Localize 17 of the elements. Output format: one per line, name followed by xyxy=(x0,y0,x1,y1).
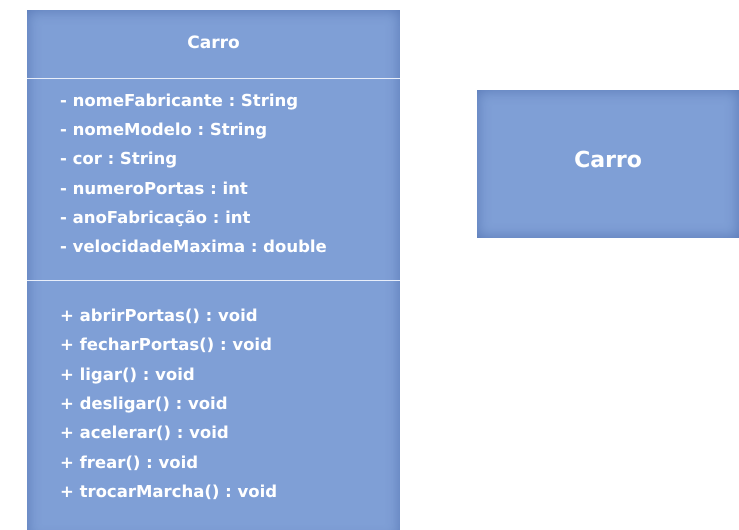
attribute-text: - cor : String xyxy=(60,149,178,170)
method-text: + ligar() : void xyxy=(60,364,195,385)
attribute-text: - numeroPortas : int xyxy=(60,178,248,199)
attribute-text: - velocidadeMaxima : double xyxy=(60,237,327,257)
class-box xyxy=(477,90,739,238)
attribute-text: - nomeFabricante : String xyxy=(60,91,298,111)
attribute-text: - nomeModelo : String xyxy=(60,120,268,140)
method-text: + acelerar() : void xyxy=(60,423,229,444)
class-box xyxy=(27,10,400,530)
attribute-text: - anoFabricação : int xyxy=(60,208,250,228)
class-name: Carro xyxy=(186,32,241,54)
method-text: + frear() : void xyxy=(60,452,198,472)
class-name: Carro xyxy=(574,148,642,172)
method-text: + fecharPortas() : void xyxy=(60,335,272,356)
method-text: + trocarMarcha() : void xyxy=(60,482,278,502)
method-text: + desligar() : void xyxy=(60,394,228,414)
method-text: + abrirPortas() : void xyxy=(60,306,258,326)
